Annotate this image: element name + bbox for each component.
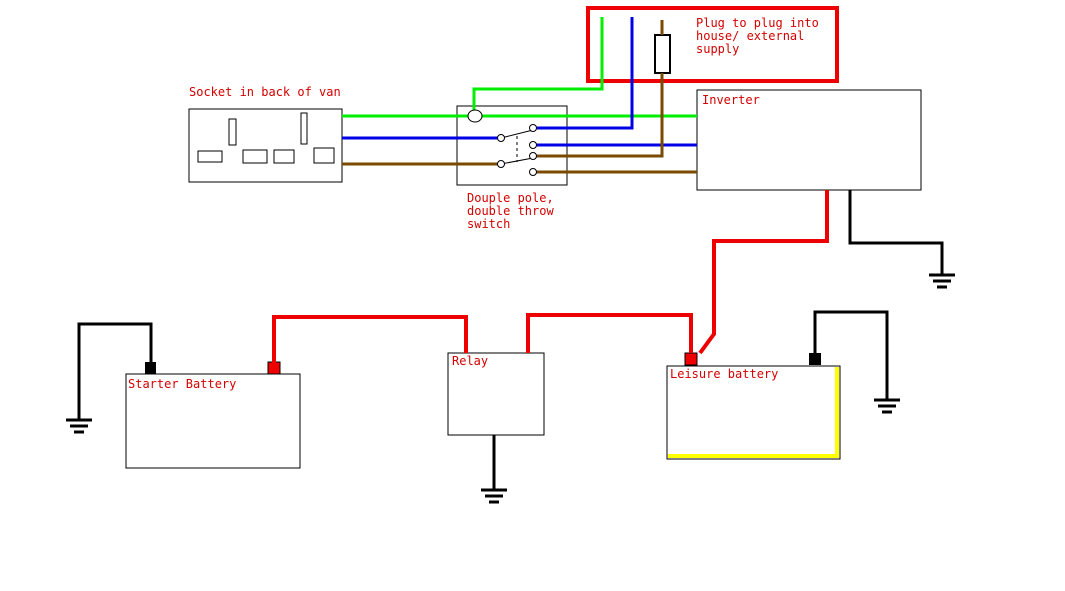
socket-pin-slot	[313, 147, 335, 164]
leisure-battery-label: Leisure battery	[670, 367, 778, 381]
ground-icon	[874, 398, 900, 414]
leisure-positive-terminal	[684, 352, 698, 366]
external-supply-plug: Plug to plug into house/ external supply	[586, 6, 839, 83]
switch-blade	[500, 129, 534, 139]
earth-wire-plug	[472, 17, 604, 116]
inverter-box	[696, 89, 922, 191]
switch-contact	[529, 141, 537, 149]
socket-pin-slot	[273, 149, 295, 164]
ground-icon	[929, 273, 955, 289]
leisure-battery: Leisure battery	[666, 352, 841, 460]
switch-label: Douple pole, double throw switch	[467, 191, 561, 231]
socket-label: Socket in back of van	[189, 85, 341, 99]
ac-wiring	[342, 17, 697, 174]
ground-icon	[66, 418, 92, 434]
earth-junction	[467, 109, 483, 123]
dpdt-switch: Douple pole, double throw switch	[456, 105, 568, 231]
leisure-battery-box	[666, 365, 841, 460]
ground-icon	[481, 488, 507, 504]
inverter-label: Inverter	[702, 93, 760, 107]
starter-negative-wire	[77, 322, 153, 420]
starter-to-relay-positive-wire	[272, 315, 468, 364]
switch-contact	[529, 152, 537, 160]
leisure-battery-highlight	[668, 367, 839, 458]
switch-contact	[529, 168, 537, 176]
leisure-negative-wire	[813, 310, 889, 400]
starter-battery-box	[125, 373, 301, 469]
relay: Relay	[447, 352, 545, 436]
starter-negative-terminal	[145, 362, 156, 374]
leisure-negative-terminal	[809, 353, 821, 365]
fuse-icon	[654, 34, 671, 74]
switch-contact	[497, 134, 505, 142]
inverter: Inverter	[696, 89, 922, 191]
switch-contact	[529, 124, 537, 132]
starter-battery: Starter Battery	[125, 361, 301, 469]
relay-box	[447, 352, 545, 436]
inverter-to-leisure-positive-wire	[698, 190, 829, 355]
relay-label: Relay	[452, 354, 488, 368]
socket-earth-pin-slot	[228, 118, 237, 146]
relay-to-leisure-positive-wire	[526, 313, 693, 353]
switch-contact	[497, 160, 505, 168]
socket-pin-slot	[300, 112, 308, 145]
switch-contacts	[467, 109, 537, 176]
dc-wiring	[77, 190, 944, 490]
socket-pin-slot	[197, 150, 223, 163]
starter-battery-label: Starter Battery	[128, 377, 236, 391]
neutral-wire-plug	[533, 17, 634, 130]
plug-label: Plug to plug into house/ external supply	[696, 16, 826, 56]
socket-box	[188, 108, 343, 183]
live-wire-plug	[533, 73, 664, 158]
plug-highlight-frame	[586, 6, 839, 83]
inverter-negative-wire	[848, 190, 944, 275]
socket-pin-slot	[242, 149, 268, 164]
van-socket: Socket in back of van	[188, 85, 343, 183]
